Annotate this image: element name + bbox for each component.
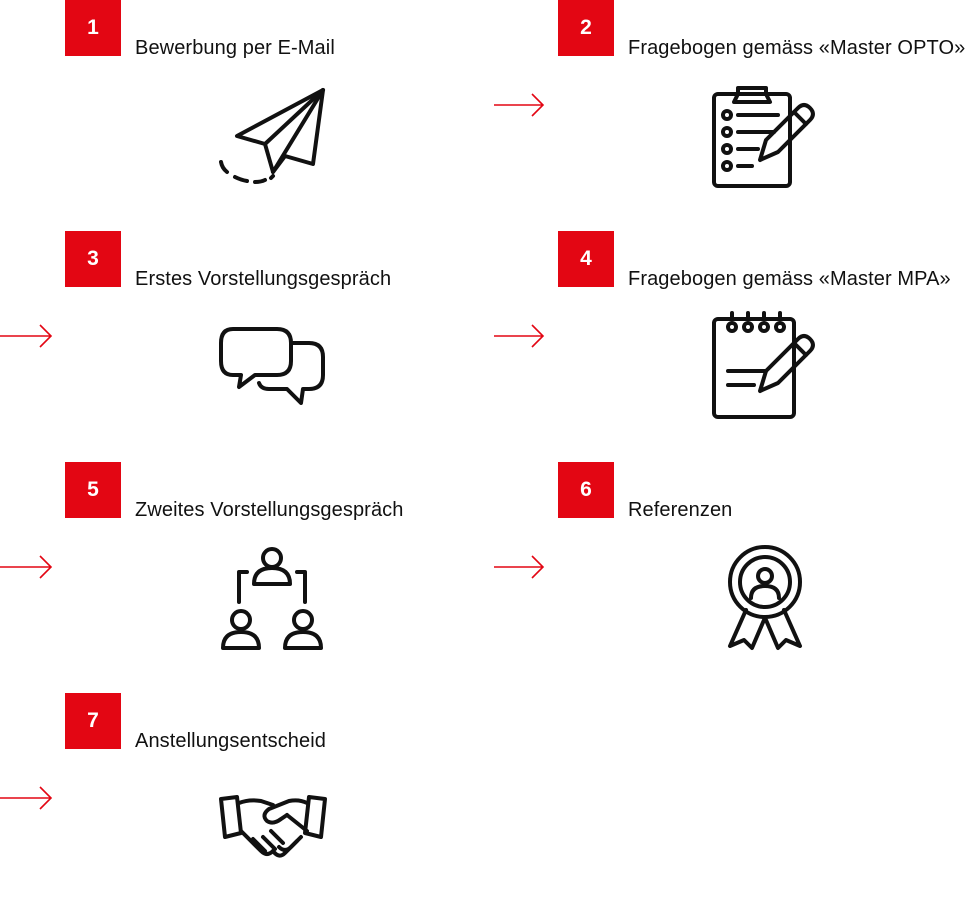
- step-6: 6 Referenzen: [558, 462, 972, 662]
- step-title: Fragebogen gemäss «Master OPTO»: [628, 37, 966, 59]
- step-2: 2 Fragebogen gemäss «Master OPTO»: [558, 0, 972, 200]
- flow-arrow-to-step-4: [492, 321, 550, 351]
- step-7: 7 Anstellungsentscheid: [65, 693, 485, 893]
- step-number-badge: 5: [65, 462, 121, 518]
- flow-arrow-to-step-5: [0, 552, 58, 582]
- step-number-badge: 7: [65, 693, 121, 749]
- step-number-badge: 6: [558, 462, 614, 518]
- flow-arrow-to-step-2: [492, 90, 550, 120]
- step-5: 5 Zweites Vorstellungsgespräch: [65, 462, 485, 662]
- step-title: Referenzen: [628, 499, 733, 521]
- step-title: Zweites Vorstellungsgespräch: [135, 499, 404, 521]
- flow-arrow-to-step-3: [0, 321, 58, 351]
- chat-bubbles-icon: [217, 323, 329, 413]
- step-title: Erstes Vorstellungsgespräch: [135, 268, 392, 290]
- step-number-badge: 3: [65, 231, 121, 287]
- people-hierarchy-icon: [219, 544, 325, 654]
- notepad-pen-icon: [708, 311, 820, 423]
- paper-plane-icon: [215, 84, 327, 188]
- step-number-badge: 1: [65, 0, 121, 56]
- step-title: Anstellungsentscheid: [135, 730, 327, 752]
- clipboard-checklist-pen-icon: [708, 82, 820, 192]
- flow-arrow-to-step-7: [0, 783, 58, 813]
- step-3: 3 Erstes Vorstellungsgespräch: [65, 231, 485, 431]
- step-title: Fragebogen gemäss «Master MPA»: [628, 268, 951, 290]
- handshake-icon: [217, 793, 329, 867]
- step-1: 1 Bewerbung per E-Mail: [65, 0, 485, 200]
- step-4: 4 Fragebogen gemäss «Master MPA»: [558, 231, 972, 431]
- flow-arrow-to-step-6: [492, 552, 550, 582]
- award-badge-icon: [724, 544, 806, 654]
- step-title: Bewerbung per E-Mail: [135, 37, 335, 59]
- step-number-badge: 4: [558, 231, 614, 287]
- step-number-badge: 2: [558, 0, 614, 56]
